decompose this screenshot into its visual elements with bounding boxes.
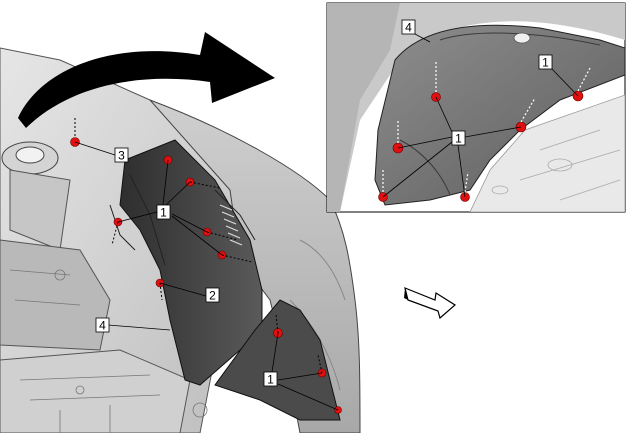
callout-fastener-label: 1	[160, 206, 167, 220]
callout-fastener-lower-label: 1	[267, 373, 274, 387]
callout-retainer: 2	[205, 287, 220, 303]
inset-view: 4 1 1	[326, 2, 626, 213]
callout-bolt: 3	[114, 147, 129, 163]
main-view: 3 1 2 4 1	[0, 32, 361, 433]
callout-fender-liner-inset-label: 4	[405, 21, 412, 35]
callout-bolt-label: 3	[118, 149, 125, 163]
callout-fastener-lower: 1	[263, 371, 278, 387]
curved-arrow-icon	[18, 32, 275, 128]
callout-fastener-inset: 1	[451, 130, 466, 146]
callout-fender-liner: 4	[95, 317, 110, 333]
forward-arrow-icon	[404, 287, 457, 320]
callout-fender-liner-inset: 4	[401, 19, 416, 35]
callout-fastener-inset-label: 1	[455, 132, 462, 146]
callout-fender-liner-label: 4	[99, 319, 106, 333]
callout-fastener-inset-top-label: 1	[542, 56, 549, 70]
vent-slats	[219, 204, 243, 246]
callout-fastener-inset-top: 1	[538, 54, 553, 70]
callout-fastener: 1	[156, 204, 171, 220]
callout-retainer-label: 2	[209, 289, 216, 303]
lower-liner	[214, 299, 341, 421]
